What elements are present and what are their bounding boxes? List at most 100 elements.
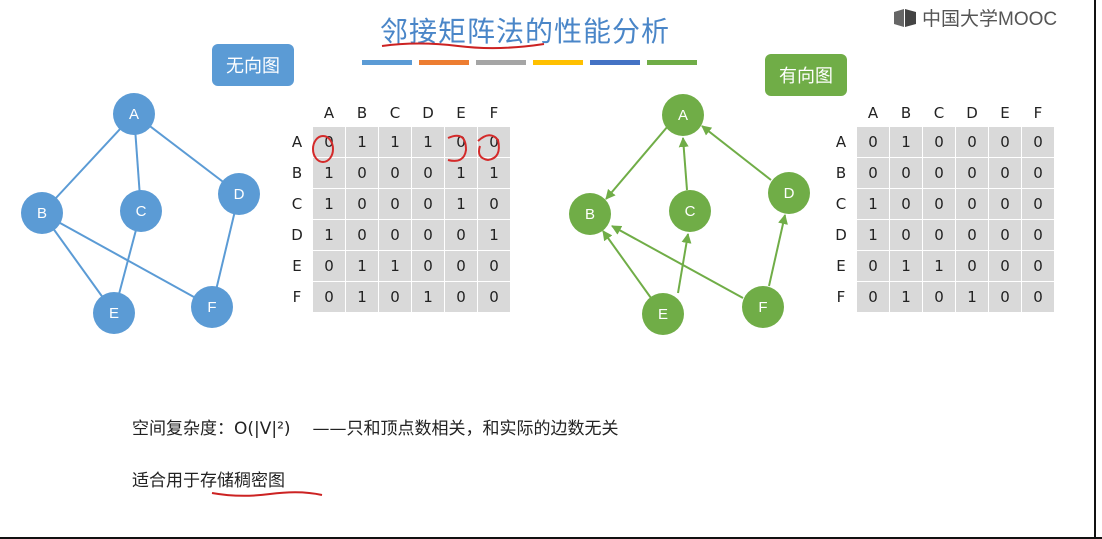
svg-text:F: F [207,299,216,316]
matrix-cell: 0 [889,157,923,189]
column-header: C [389,104,401,122]
matrix-cell: 0 [988,126,1022,158]
matrix-cell: 0 [378,188,412,220]
arc-a-b [605,125,669,200]
directed-callout: 有向图 [765,54,847,96]
row-header: C [835,195,847,213]
matrix-cell: 1 [378,126,412,158]
row-header: F [292,288,302,306]
matrix-cell: 0 [444,250,478,282]
mooc-logo-icon [894,8,916,27]
matrix-cell: 0 [477,126,511,158]
svg-text:B: B [585,206,595,223]
arc-d-a [701,125,772,181]
matrix-cell: 0 [312,126,346,158]
matrix-cell: 0 [988,188,1022,220]
graph-node-a: A [662,94,704,136]
matrix-cell: 1 [889,250,923,282]
graph-node-c: C [669,190,711,232]
page-title: 邻接矩阵法的性能分析 [380,15,671,48]
matrix-cell: 0 [922,126,956,158]
highlight-underline [211,491,323,497]
matrix-cell: 0 [411,157,445,189]
column-header: F [489,104,499,122]
row-header: A [835,133,847,151]
svg-text:D: D [234,186,245,203]
matrix-cell: 0 [1021,188,1055,220]
matrix-cell: 0 [955,188,989,220]
matrix-cell: 1 [312,219,346,251]
color-bar [476,60,526,65]
column-header: E [456,104,466,122]
matrix-cell: 0 [988,281,1022,313]
matrix-cell: 1 [477,219,511,251]
svg-text:D: D [784,185,795,202]
suitability-highlight: 存储稠密图 [200,471,285,491]
graph-node-f: F [191,286,233,328]
matrix-cell: 1 [889,281,923,313]
arc-f-d [768,214,788,287]
matrix-cell: 1 [312,188,346,220]
svg-text:B: B [37,205,47,222]
matrix-cell: 1 [477,157,511,189]
matrix-header-row: A B C D E F [826,100,1055,127]
matrix-cell: 0 [312,281,346,313]
matrix-cell: 1 [312,157,346,189]
matrix-cell: 0 [988,250,1022,282]
matrix-cell: 0 [1021,157,1055,189]
svg-text:E: E [658,306,668,323]
frame-border-right [1094,0,1096,539]
matrix-header-row: A B C D E F [282,100,511,127]
space-complexity-comment: ——只和顶点数相关，和实际的边数无关 [312,419,619,439]
matrix-cell: 0 [444,219,478,251]
matrix-cell: 0 [477,281,511,313]
matrix-cell: 0 [955,219,989,251]
svg-text:A: A [678,107,688,124]
undirected-callout: 无向图 [212,44,294,86]
matrix-cell: 0 [1021,250,1055,282]
mooc-logo: 中国大学MOOC [892,4,1057,31]
column-header: D [966,104,978,122]
graph-node-b: B [569,193,611,235]
column-header: B [900,104,912,122]
title-underline [381,42,545,50]
edge-a-b [41,113,135,214]
space-complexity-label: 空间复杂度： [132,419,234,439]
column-header: E [1000,104,1010,122]
matrix-cell: 0 [444,281,478,313]
matrix-cell: 0 [922,281,956,313]
color-bar [419,60,469,65]
column-header: B [356,104,368,122]
color-bar [647,60,697,65]
matrix-cell: 0 [1021,126,1055,158]
row-header: B [835,164,847,182]
matrix-cell: 0 [477,188,511,220]
graph-node-a: A [113,93,155,135]
matrix-cell: 0 [856,250,890,282]
graph-node-b: B [21,192,63,234]
matrix-cell: 0 [988,219,1022,251]
color-bar [590,60,640,65]
space-complexity-note: 空间复杂度：O(|V|²) ——只和顶点数相关，和实际的边数无关 [132,414,619,439]
arc-e-b [602,230,652,299]
row-header: D [835,226,847,244]
matrix-cell: 0 [345,188,379,220]
space-complexity-value: O(|V|²) [234,419,291,439]
matrix-cell: 0 [345,157,379,189]
arc-f-b [611,225,744,299]
matrix-cell: 1 [345,281,379,313]
row-header: F [836,288,846,306]
graph-node-d: D [218,173,260,215]
row-header: B [291,164,303,182]
matrix-cell: 1 [345,126,379,158]
matrix-cell: 0 [411,219,445,251]
column-header: A [323,104,335,122]
